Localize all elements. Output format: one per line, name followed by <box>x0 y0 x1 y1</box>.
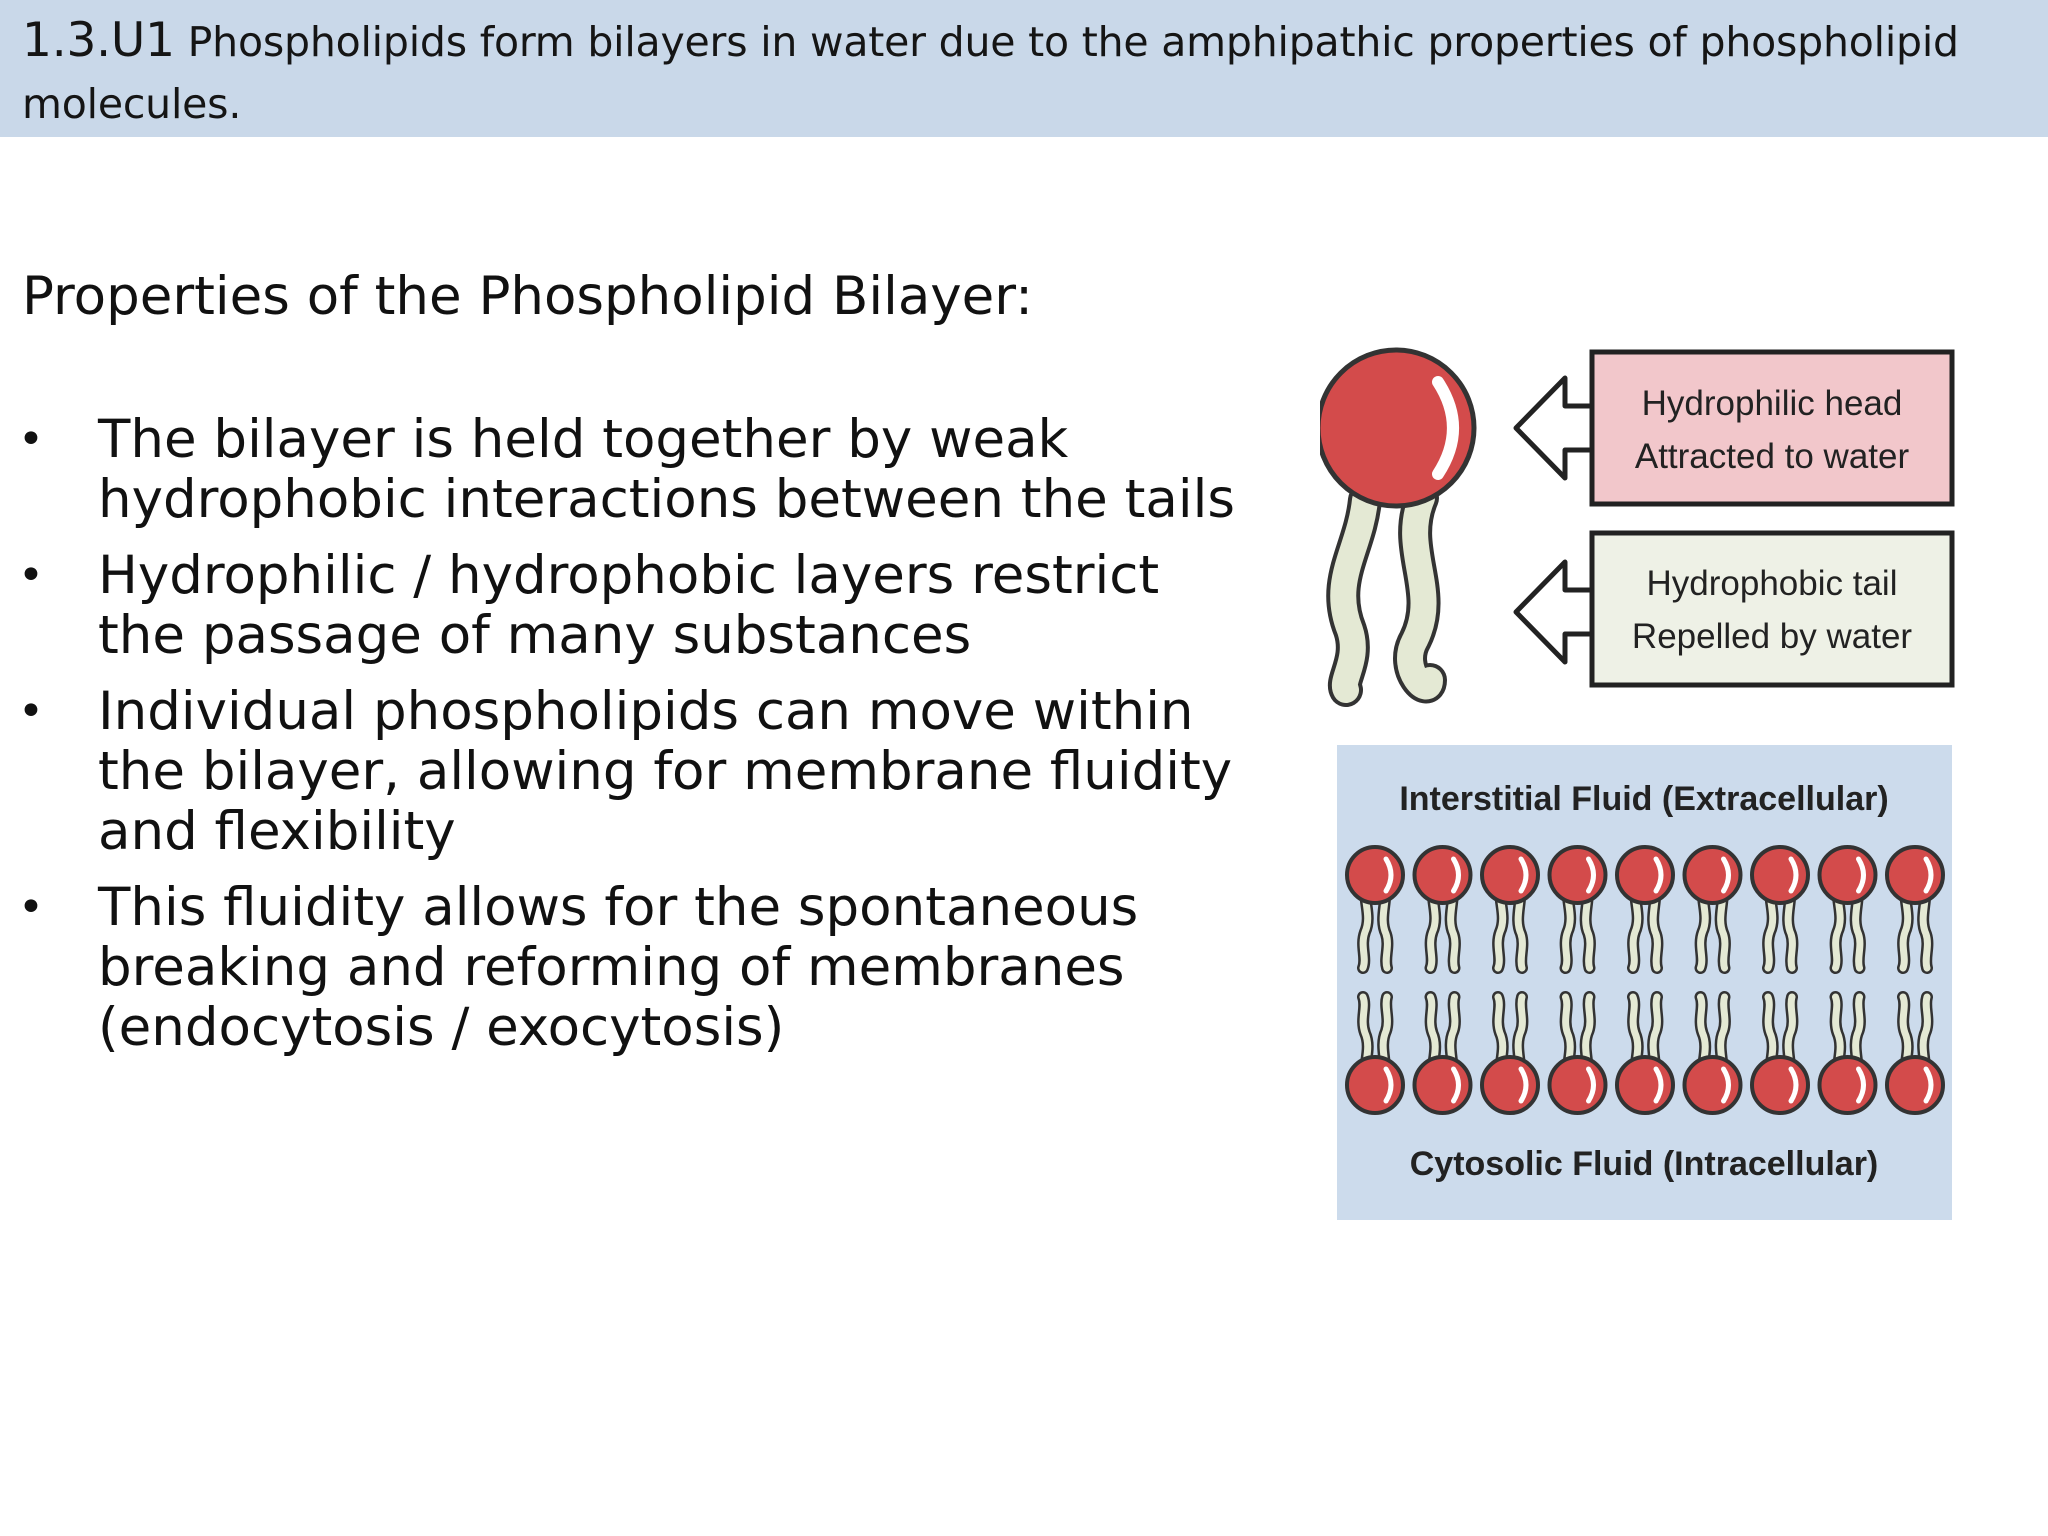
head-icon <box>1482 847 1538 903</box>
bullet-icon: • <box>18 414 44 465</box>
head-icon <box>1617 847 1673 903</box>
bilayer-panel: Interstitial Fluid (Extracellular) Cytos… <box>1337 745 1952 1220</box>
head-icon <box>1415 1057 1471 1113</box>
head-icon <box>1887 847 1943 903</box>
slide-header: 1.3.U1 Phospholipids form bilayers in wa… <box>0 0 2048 137</box>
bullet-text: Individual phospholipids can move within… <box>98 681 1233 862</box>
tail-label-line-1: Hydrophobic tail <box>1647 564 1898 603</box>
bullet-item: • This fluidity allows for the spontaneo… <box>0 878 1250 1058</box>
bullet-item: • The bilayer is held together by weak h… <box>0 410 1250 530</box>
bullet-icon: • <box>18 550 44 601</box>
tail-label-box: Hydrophobic tail Repelled by water <box>1589 530 1955 688</box>
head-icon <box>1752 1057 1808 1113</box>
slide-subtitle: Properties of the Phospholipid Bilayer: <box>22 266 1033 327</box>
head-icon <box>1550 847 1606 903</box>
head-icon <box>1820 1057 1876 1113</box>
head-icon <box>1550 1057 1606 1113</box>
bullet-icon: • <box>18 686 44 737</box>
head-icon <box>1415 847 1471 903</box>
head-label-line-1: Hydrophilic head <box>1642 384 1903 423</box>
head-icon <box>1315 347 1477 509</box>
head-icon <box>1347 847 1403 903</box>
head-label-line-2: Attracted to water <box>1635 437 1910 476</box>
head-icon <box>1482 1057 1538 1113</box>
head-icon <box>1752 847 1808 903</box>
bullet-text: Hydrophilic / hydrophobic layers restric… <box>98 545 1160 666</box>
head-icon <box>1685 847 1741 903</box>
head-icon <box>1820 847 1876 903</box>
bullet-text: This fluidity allows for the spontaneous… <box>98 877 1139 1058</box>
head-label-box: Hydrophilic head Attracted to water <box>1589 349 1955 507</box>
top-fluid-label: Interstitial Fluid (Extracellular) <box>1399 780 1888 818</box>
tail-label-line-2: Repelled by water <box>1632 617 1912 656</box>
slide-header-text: 1.3.U1 Phospholipids form bilayers in wa… <box>22 10 2026 135</box>
phospholipid-diagram: Hydrophilic head Attracted to water Hydr… <box>1315 340 2000 1240</box>
bottom-fluid-label: Cytosolic Fluid (Intracellular) <box>1410 1145 1879 1183</box>
phospholipid-molecule <box>1315 347 1477 707</box>
header-code: 1.3.U1 <box>22 13 175 68</box>
head-icon <box>1347 1057 1403 1113</box>
bullet-icon: • <box>18 882 44 933</box>
bullet-list: • The bilayer is held together by weak h… <box>0 410 1250 1074</box>
tail-icon <box>1326 481 1447 707</box>
bullet-item: • Individual phospholipids can move with… <box>0 682 1250 862</box>
bullet-text: The bilayer is held together by weak hyd… <box>98 409 1235 530</box>
phospholipid-diagram-svg: Hydrophilic head Attracted to water Hydr… <box>1315 347 1955 1220</box>
head-icon <box>1617 1057 1673 1113</box>
bullet-item: • Hydrophilic / hydrophobic layers restr… <box>0 546 1250 666</box>
head-icon <box>1685 1057 1741 1113</box>
arrow-icon <box>1513 375 1595 481</box>
head-icon <box>1887 1057 1943 1113</box>
header-statement: Phospholipids form bilayers in water due… <box>22 18 1959 128</box>
arrow-icon <box>1513 559 1595 665</box>
